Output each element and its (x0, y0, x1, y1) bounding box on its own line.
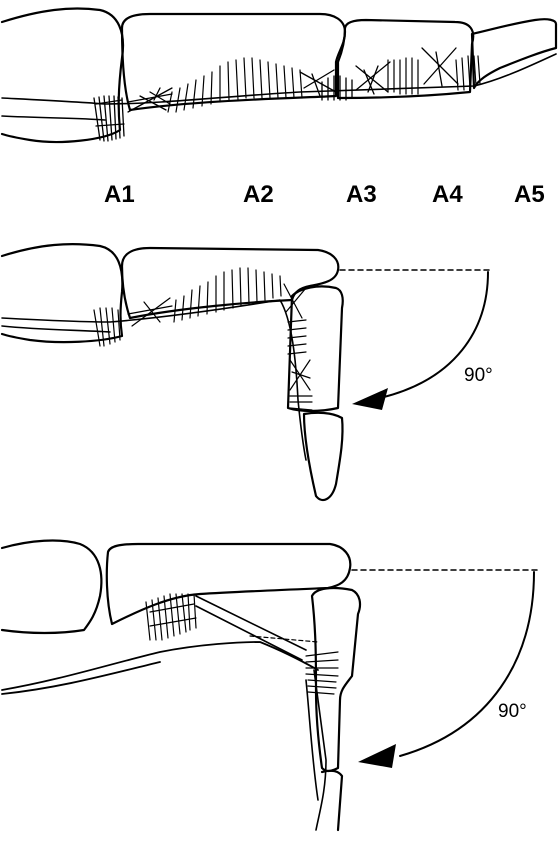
flexor-tendon (2, 300, 306, 460)
metacarpal-bone (2, 541, 101, 633)
c3-cruciate-pulley (422, 48, 458, 86)
angle-label-bottom: 90° (498, 702, 527, 721)
flexor-tendon-lower (2, 326, 110, 332)
flexor-tendon (2, 642, 318, 690)
pulley-label-a1: A1 (104, 183, 135, 207)
angle-arc (400, 572, 534, 756)
a5-pulley-fibers (456, 56, 480, 90)
middle-phalanx (288, 286, 343, 411)
flexor-tendon-lower (2, 662, 160, 694)
flexor-tendon-lower (2, 116, 105, 120)
angle-label-middle: 90° (464, 366, 493, 385)
bowstrung-tendon (196, 596, 306, 660)
pulley-fibers (94, 268, 312, 410)
distal-phalanx (304, 413, 343, 500)
pulley-label-a3: A3 (346, 183, 377, 207)
pulley-label-a2: A2 (243, 183, 274, 207)
metacarpal-bone (2, 9, 123, 142)
angle-arrowhead (358, 744, 396, 768)
pulley-label-a4: A4 (432, 183, 463, 207)
pulley-fibers (146, 594, 338, 694)
c1-cruciate-pulley (128, 70, 336, 112)
flexed-finger-bowstring (2, 541, 540, 830)
flexed-finger-intact-pulleys (2, 244, 492, 500)
angle-arrowhead (352, 388, 388, 410)
pulley-label-a5: A5 (514, 183, 545, 207)
middle-phalanx (312, 588, 360, 771)
extended-finger (2, 9, 556, 142)
distal-phalanx (472, 19, 556, 88)
